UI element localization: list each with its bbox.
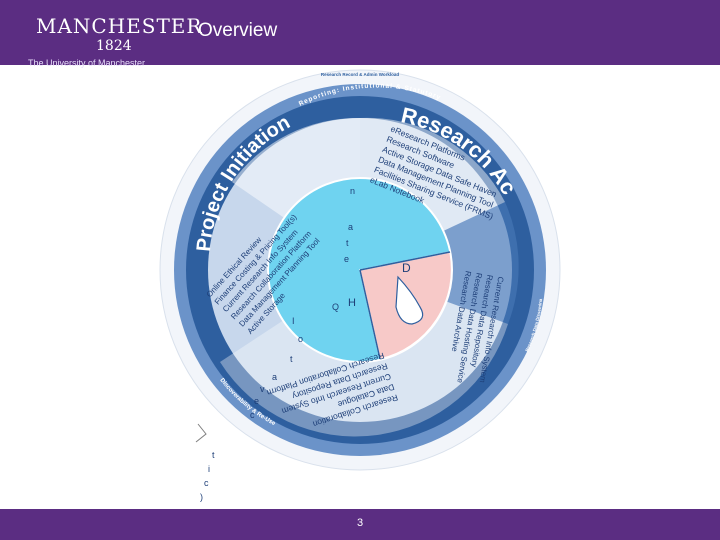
stray-letter: c bbox=[204, 478, 209, 488]
stray-letter: i bbox=[208, 464, 210, 474]
stray-letters-bottom: t i c ) bbox=[200, 450, 215, 502]
logo-subtitle: The University of Manchester bbox=[28, 58, 146, 68]
stray-letter: e bbox=[254, 396, 259, 406]
stray-letter: e bbox=[344, 254, 349, 264]
stray-letter: a bbox=[272, 372, 277, 382]
page-title: Overview bbox=[198, 20, 278, 41]
page-number: 3 bbox=[356, 517, 364, 529]
header-bar: MANCHESTER 1824 The University of Manche… bbox=[0, 0, 720, 68]
hub-center-label: D bbox=[402, 261, 411, 275]
stray-letter: I bbox=[292, 316, 295, 326]
stray-letter: t bbox=[346, 238, 349, 248]
stray-letter: v bbox=[260, 384, 265, 394]
stray-letter: o bbox=[298, 334, 303, 344]
logo-name: MANCHESTER bbox=[36, 14, 203, 38]
tail-bracket bbox=[195, 423, 207, 443]
hub-divider-2 bbox=[359, 269, 381, 360]
hub-center-mark: H bbox=[348, 297, 356, 309]
stray-letter: t bbox=[290, 354, 293, 364]
stray-letter: n bbox=[350, 186, 355, 196]
logo-year: 1824 bbox=[96, 38, 132, 54]
footer-bar: 3 bbox=[0, 509, 720, 540]
lifecycle-diagram: Research Record & Admin Workload Reporti… bbox=[144, 42, 570, 502]
stray-letter: c bbox=[250, 410, 255, 420]
stray-letter: Q bbox=[332, 302, 339, 312]
stray-letter: t bbox=[212, 450, 215, 460]
stray-letter: ) bbox=[200, 492, 203, 502]
hub-shield-shape bbox=[395, 275, 424, 325]
lifecycle-wheel: Research Record & Admin Workload Reporti… bbox=[144, 42, 561, 502]
stray-letters-left: n a t e Q I o t a v e c bbox=[250, 186, 355, 420]
university-logo[interactable]: MANCHESTER 1824 The University of Manche… bbox=[28, 8, 201, 68]
hub-divider-1 bbox=[359, 251, 451, 271]
stray-letter: a bbox=[348, 222, 353, 232]
top-caption: Research Record & Admin Workload bbox=[321, 72, 400, 77]
